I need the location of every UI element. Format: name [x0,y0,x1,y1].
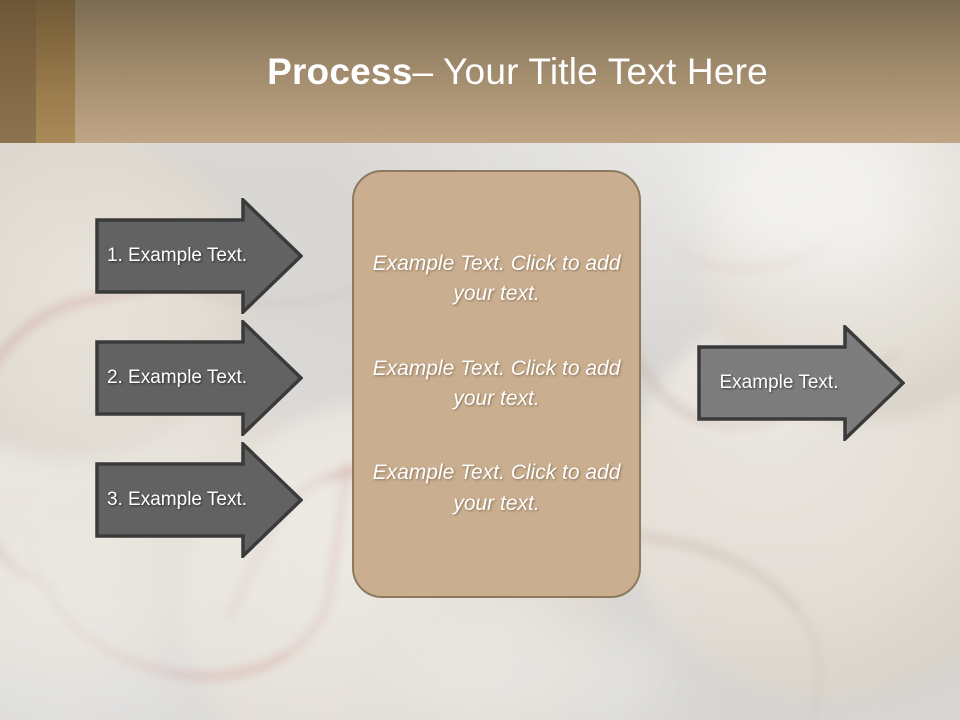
arrow-right-icon [95,198,303,314]
header-accent-bar-dark [0,0,36,143]
process-step-arrow-3[interactable]: 3. Example Text. [95,442,303,558]
process-detail-text-1: Example Text. Click to add your text. [372,251,621,306]
arrow-right-icon [95,442,303,558]
page-title: Process – Your Title Text Here [75,0,960,143]
process-step-arrow-1[interactable]: 1. Example Text. [95,198,303,314]
process-step-arrow-2-label: 2. Example Text. [106,367,248,388]
process-step-arrow-2[interactable]: 2. Example Text. [95,320,303,436]
arrow-right-icon [95,320,303,436]
process-step-arrow-3-label: 3. Example Text. [106,489,248,510]
page-title-light: – Your Title Text Here [412,50,768,92]
header-background-band [75,0,960,143]
arrow-right-icon [697,325,905,441]
process-detail-panel[interactable]: Example Text. Click to add your text. Ex… [352,170,641,598]
process-outcome-arrow[interactable]: Example Text. [697,325,905,441]
process-outcome-arrow-label: Example Text. [719,372,839,393]
page-title-strong: Process [267,50,413,92]
slide-header: Process – Your Title Text Here [0,0,960,143]
process-step-arrow-1-label: 1. Example Text. [106,245,248,266]
process-detail-text-3: Example Text. Click to add your text. [372,461,621,515]
process-detail-text-2: Example Text. Click to add your text. [372,356,621,410]
header-accent-bar-mid [36,0,75,143]
